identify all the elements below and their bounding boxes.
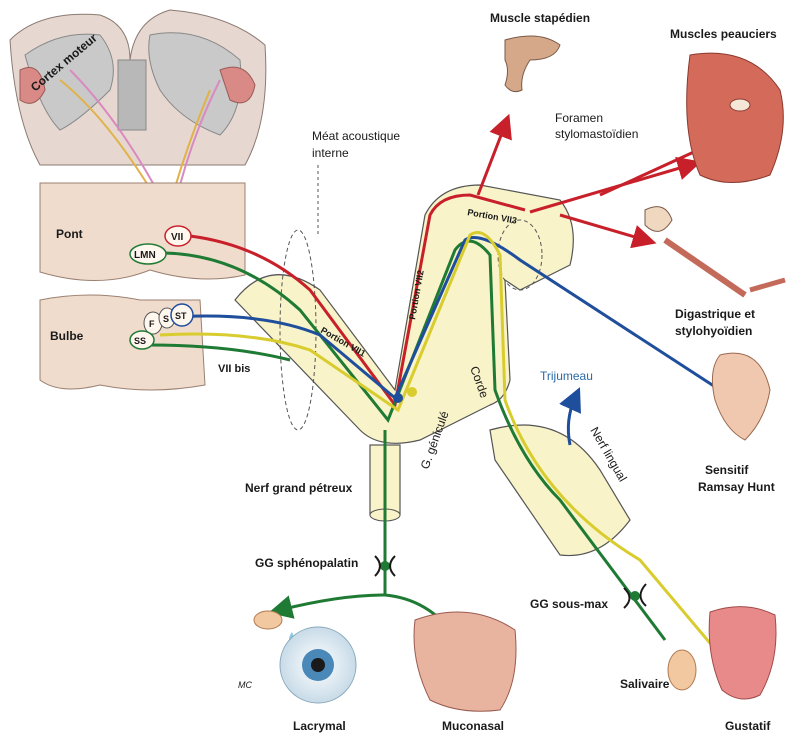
label-foramen-2: stylomastoïdien [555,127,638,141]
geniculate-dot-yellow [407,387,417,397]
brainstem-illustration [40,183,245,390]
label-sensitif-1: Sensitif [705,463,749,477]
stapedius-muscle-illustration [505,36,560,92]
tongue-illustration [709,607,776,699]
label-lmn: LMN [134,250,156,261]
label-sensitif-2: Ramsay Hunt [698,480,775,494]
motor-branch-face [530,165,690,212]
label-st: ST [175,311,187,321]
salivary-gland-illustration [668,650,696,690]
label-vii: VII [171,232,183,243]
nasal-cavity-illustration [414,612,516,711]
label-ss: SS [134,336,146,346]
label-digastrique-1: Digastrique et [675,307,755,321]
motor-branch-stapedius [478,125,505,195]
ear-illustration [712,353,770,440]
label-s: S [163,314,169,324]
submandibular-ganglion [630,591,640,601]
label-meat-1: Méat acoustique [312,129,400,143]
label-lacrymal: Lacrymal [293,719,346,733]
label-trijumeau: Trijumeau [540,369,593,383]
label-pont: Pont [56,227,83,241]
brain-cortex-illustration [10,10,266,205]
greater-petrosal [280,430,385,610]
artist-signature: MC [238,680,252,690]
label-muscle-stapedien: Muscle stapédien [490,11,590,25]
label-bulbe: Bulbe [50,329,84,343]
label-salivaire: Salivaire [620,677,670,691]
label-gg-sous-max: GG sous-max [530,597,608,611]
trijumeau-arrow [568,398,575,445]
geniculate-dot-blue [393,393,403,403]
label-vii-bis: VII bis [218,363,250,375]
label-digastrique-2: stylohyoïdien [675,324,752,338]
label-gustatif: Gustatif [725,719,771,733]
label-meat-2: interne [312,146,349,160]
label-nerf-grand-petreux: Nerf grand pétreux [245,481,353,495]
digastric-muscle-illustration [645,207,785,295]
lacrimal-gland-illustration [254,611,294,645]
label-foramen-1: Foramen [555,111,603,125]
label-gg-sphenopalatin: GG sphénopalatin [255,556,358,570]
label-f: F [149,319,155,329]
face-muscles-illustration [687,53,784,182]
sphenopalatine-ganglion [380,561,390,571]
eye-illustration [280,627,356,703]
label-muscles-peauciers: Muscles peauciers [670,27,777,41]
label-muconasal: Muconasal [442,719,504,733]
